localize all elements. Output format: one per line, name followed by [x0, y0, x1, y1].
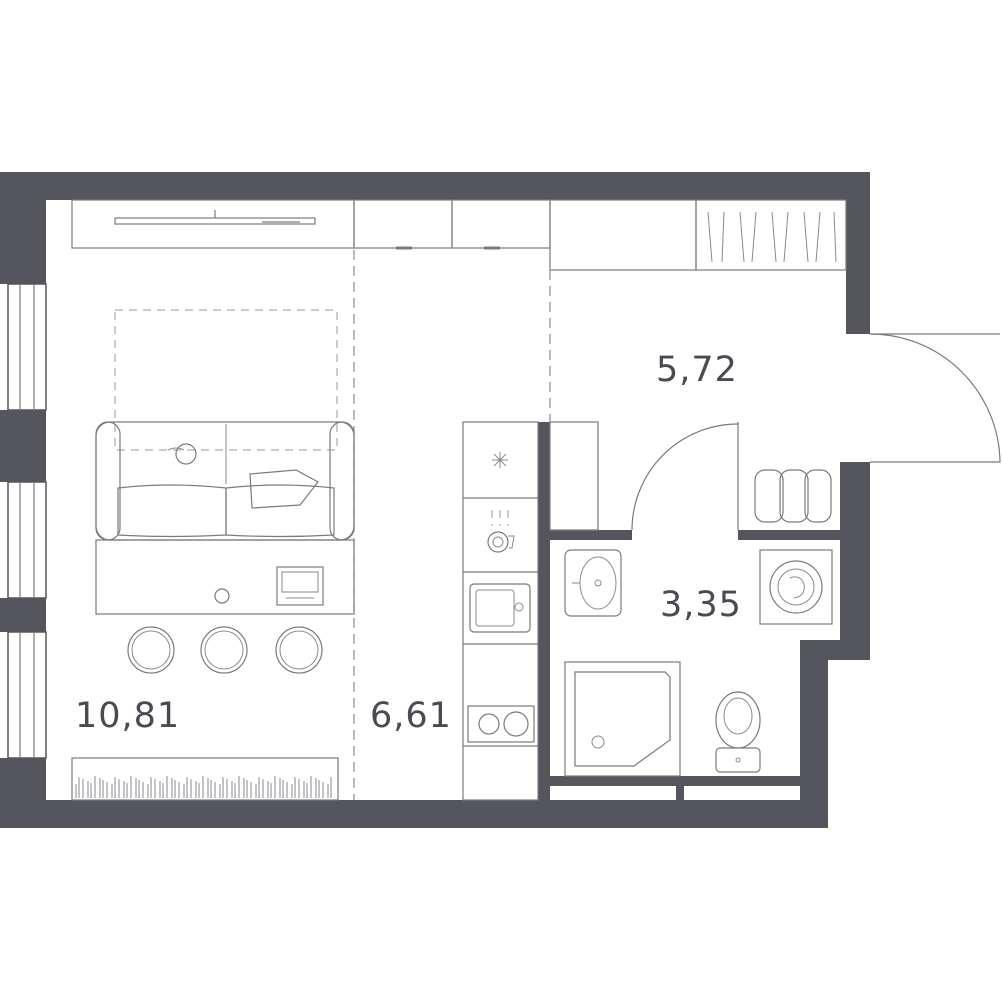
washbasin-icon	[564, 549, 622, 617]
bookshelf	[71, 757, 339, 801]
sofa	[95, 421, 355, 541]
upper-cabinets	[353, 199, 551, 250]
stools	[127, 626, 323, 674]
walls	[0, 172, 870, 828]
kitchen-area-label: 6,61	[370, 696, 452, 736]
hall-cabinet	[549, 199, 697, 271]
toilet-icon	[715, 691, 761, 773]
entrance-door	[869, 333, 1001, 463]
window-left-3	[7, 631, 47, 759]
bathroom-door	[631, 422, 739, 531]
desk	[95, 539, 355, 615]
kitchen-unit	[462, 421, 539, 801]
shower-tray-icon	[564, 661, 681, 777]
window-left-1	[7, 283, 47, 411]
washing-machine-icon	[759, 549, 833, 625]
bathroom-area-label: 3,35	[660, 585, 742, 625]
shoe-bench	[754, 469, 832, 523]
kitchen-sink-icon	[469, 583, 531, 633]
wardrobe	[695, 199, 847, 271]
hall-area-label: 5,72	[656, 350, 738, 390]
fridge-icon	[492, 452, 508, 468]
living-area-label: 10,81	[75, 696, 180, 736]
hall-shelf	[549, 421, 599, 531]
dishwasher-icon	[487, 510, 515, 553]
tv-unit	[71, 199, 355, 249]
cooktop-icon	[467, 705, 535, 743]
window-left-2	[7, 481, 47, 599]
